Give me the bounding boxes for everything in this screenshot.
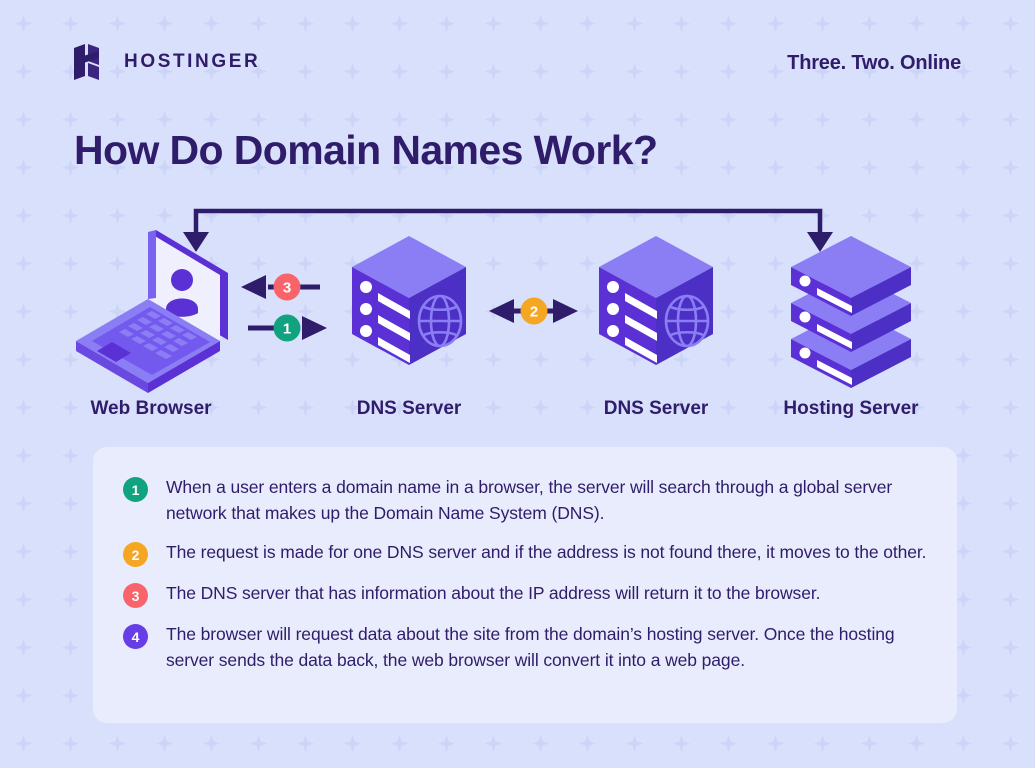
hostinger-h-logo-icon: [74, 44, 99, 80]
legend-text-3: The DNS server that has information abou…: [166, 583, 821, 603]
legend-bullet-4: 4: [123, 624, 148, 649]
legend-text-4: The browser will request data about the …: [166, 624, 895, 670]
node-label-dns-server-2: DNS Server: [603, 398, 709, 419]
connector-step-1: 1: [248, 314, 327, 342]
diagram-area: 3 1: [0, 180, 1035, 430]
page-header: HOSTINGER Three. Two. Online: [0, 0, 1035, 105]
legend-item-1: 1 When a user enters a domain name in a …: [123, 474, 927, 526]
server-stack-icon: [791, 236, 911, 388]
legend-item-2: 2 The request is made for one DNS server…: [123, 539, 927, 567]
page-title: How Do Domain Names Work?: [74, 127, 658, 173]
node-label-hosting-server: Hosting Server: [783, 398, 919, 419]
laptop-icon: [76, 230, 228, 393]
legend-bullet-3: 3: [123, 583, 148, 608]
legend-bullet-2: 2: [123, 542, 148, 567]
node-label-dns-server-1: DNS Server: [356, 398, 462, 419]
legend-bullet-1: 1: [123, 477, 148, 502]
node-label-web-browser: Web Browser: [90, 398, 212, 419]
connector-step-4: [183, 208, 833, 252]
legend-text-1: When a user enters a domain name in a br…: [166, 477, 893, 523]
tagline: Three. Two. Online: [787, 52, 961, 74]
svg-text:3: 3: [283, 280, 291, 297]
brand-name: HOSTINGER: [124, 51, 261, 72]
server-cube-icon-1: [352, 236, 466, 365]
svg-text:2: 2: [530, 304, 538, 321]
brand-logo[interactable]: HOSTINGER: [74, 44, 260, 80]
svg-text:1: 1: [283, 321, 291, 338]
connector-step-3: 3: [241, 273, 320, 301]
legend-panel: 1 When a user enters a domain name in a …: [93, 447, 957, 723]
connector-step-2: 2: [489, 297, 578, 325]
legend-item-4: 4 The browser will request data about th…: [123, 621, 927, 673]
server-cube-icon-2: [599, 236, 713, 365]
legend-text-2: The request is made for one DNS server a…: [166, 542, 927, 562]
legend-item-3: 3 The DNS server that has information ab…: [123, 580, 927, 608]
